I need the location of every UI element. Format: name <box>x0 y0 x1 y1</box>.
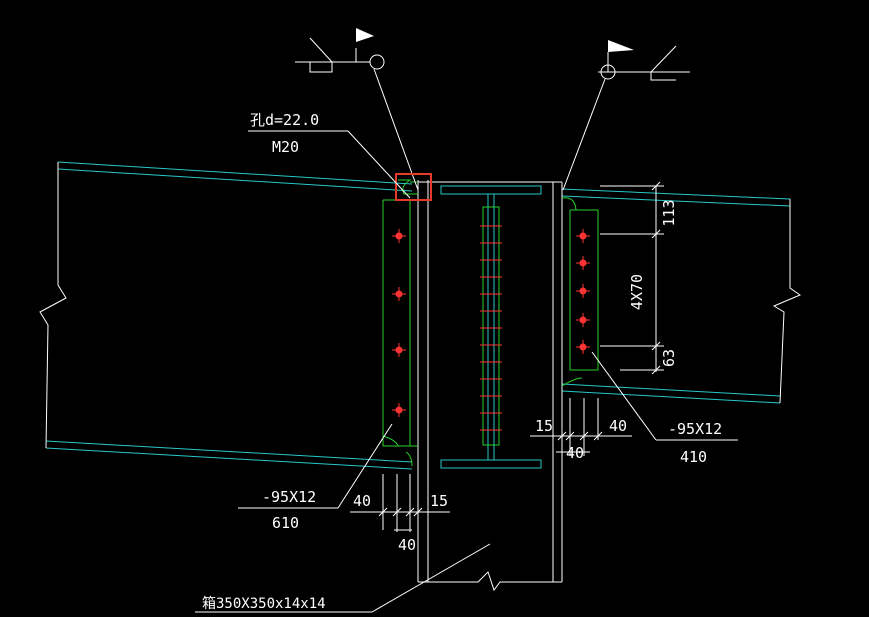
right-horizontal-dimensions: 15 40 40 <box>530 398 632 462</box>
left-bolt <box>392 287 406 301</box>
right-bolt <box>576 340 590 354</box>
right-bolt <box>576 313 590 327</box>
left-bolt <box>392 229 406 243</box>
weld-symbol-left <box>295 28 419 191</box>
dim-15-left-label: 15 <box>430 492 448 510</box>
left-beam <box>39 161 413 470</box>
right-bolt <box>576 284 590 298</box>
column-inner-section <box>440 185 542 469</box>
dim-40-right-top-label: 40 <box>609 417 627 435</box>
dim-63-label: 63 <box>660 349 678 367</box>
left-shear-plate <box>382 179 418 467</box>
box-column <box>417 180 563 592</box>
right-bolt <box>576 229 590 243</box>
selection-highlight-box[interactable] <box>395 173 432 201</box>
left-horizontal-dimensions: 40 15 40 <box>350 474 450 554</box>
right-beam <box>561 188 802 404</box>
dim-4x70-label: 4X70 <box>628 274 646 310</box>
dim-113-label: 113 <box>660 199 678 226</box>
left-plate-callout: -95X12 610 <box>238 423 393 532</box>
dim-40-left-bottom-label: 40 <box>398 536 416 554</box>
box-column-label: 箱350X350x14x14 <box>202 596 326 612</box>
left-bolt <box>392 403 406 417</box>
dim-15-right-label: 15 <box>535 417 553 435</box>
left-bolt <box>392 343 406 357</box>
weld-symbol-right <box>562 40 690 191</box>
right-plate-spec-label: -95X12 <box>668 420 722 438</box>
box-column-callout: 箱350X350x14x14 <box>195 543 491 613</box>
stiffener-bolt-ticks <box>480 225 502 431</box>
right-vertical-dimensions: 113 4X70 63 <box>600 181 678 375</box>
left-plate-length-label: 610 <box>272 514 299 532</box>
hole-diameter-label: 孔d=22.0 <box>250 111 319 129</box>
right-shear-plate <box>561 197 599 387</box>
left-bolt-group <box>392 229 406 417</box>
right-bolt-group <box>576 229 590 354</box>
dim-40-right-bottom-label: 40 <box>566 444 584 462</box>
right-bolt <box>576 256 590 270</box>
left-plate-spec-label: -95X12 <box>262 488 316 506</box>
hole-callout: 孔d=22.0 M20 <box>248 111 411 199</box>
dim-40-left-top-label: 40 <box>353 492 371 510</box>
right-plate-length-label: 410 <box>680 448 707 466</box>
right-plate-callout: -95X12 410 <box>591 351 738 466</box>
bolt-spec-label: M20 <box>272 138 299 156</box>
